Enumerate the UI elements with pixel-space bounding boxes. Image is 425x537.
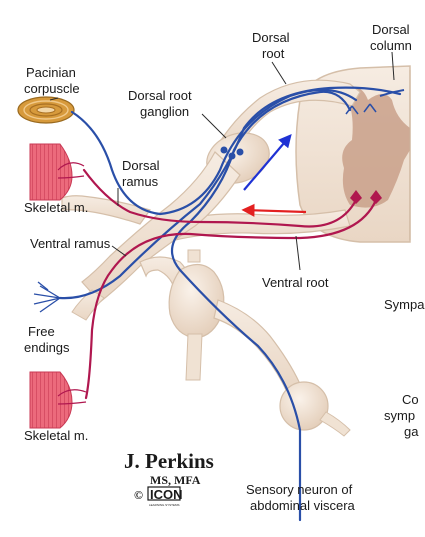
sensory-neuron-label-2: abdominal viscera (250, 498, 356, 513)
drg-label-2: ganglion (140, 104, 189, 119)
dorsal-root-label-1: Dorsal (252, 30, 290, 45)
free-endings-label-2: endings (24, 340, 70, 355)
leader-lines (49, 51, 395, 271)
gray-matter (342, 87, 410, 208)
artist-degree: MS, MFA (150, 473, 201, 487)
ventral-root-label: Ventral root (262, 275, 329, 290)
copyright-symbol: © (134, 488, 143, 502)
labels: Pacinian corpuscle Dorsal root Dorsal co… (24, 22, 425, 513)
sensory-neuron-label-1: Sensory neuron of (246, 482, 353, 497)
pacinian-label-1: Pacinian (26, 65, 76, 80)
free-nerve-endings (33, 281, 61, 313)
free-endings-label-1: Free (28, 324, 55, 339)
collateral-ganglion (279, 381, 329, 431)
collateral-label-partial-3: ga (404, 424, 419, 439)
efferent-direction-arrow (241, 203, 307, 217)
skeletal-muscle-lower (29, 371, 87, 429)
artist-signature: J. Perkins MS, MFA © ICON LEARNING SYSTE… (124, 449, 214, 507)
sympathetic-label-partial: Sympa (384, 297, 425, 312)
dorsal-ramus-nerve (61, 195, 151, 225)
icon-logo: ICON (150, 487, 183, 502)
pacinian-label-2: corpuscle (24, 81, 80, 96)
afferent-direction-arrow (243, 133, 292, 191)
ganglion-cell-bodies (220, 146, 244, 160)
artist-name: J. Perkins (124, 449, 214, 473)
icon-logo-frame (147, 486, 181, 501)
dorsal-column-fiber (379, 89, 405, 97)
dorsal-column-label-2: column (370, 38, 412, 53)
dorsal-root-label-2: root (262, 46, 285, 61)
collateral-label-partial-2: symp (384, 408, 415, 423)
collateral-label-partial-1: Co (402, 392, 419, 407)
dorsal-root-nerve (214, 79, 361, 159)
dorsal-ramus-label-2: ramus (122, 174, 159, 189)
dorsal-ramus-label-1: Dorsal (122, 158, 160, 173)
skeletal-muscle-upper-label: Skeletal m. (24, 200, 88, 215)
motor-fibers (82, 168, 378, 400)
ventral-ramus-label: Ventral ramus (30, 236, 111, 251)
drg-label-1: Dorsal root (128, 88, 192, 103)
skeletal-muscle-lower-label: Skeletal m. (24, 428, 88, 443)
dorsal-column-label-1: Dorsal (372, 22, 410, 37)
sympathetic-ganglion (168, 263, 225, 339)
motor-neuron-bodies (350, 190, 382, 204)
pacinian-corpuscle (17, 96, 75, 124)
icon-logo-subtitle: LEARNING SYSTEMS (149, 503, 180, 507)
skeletal-muscle-upper (29, 143, 85, 201)
